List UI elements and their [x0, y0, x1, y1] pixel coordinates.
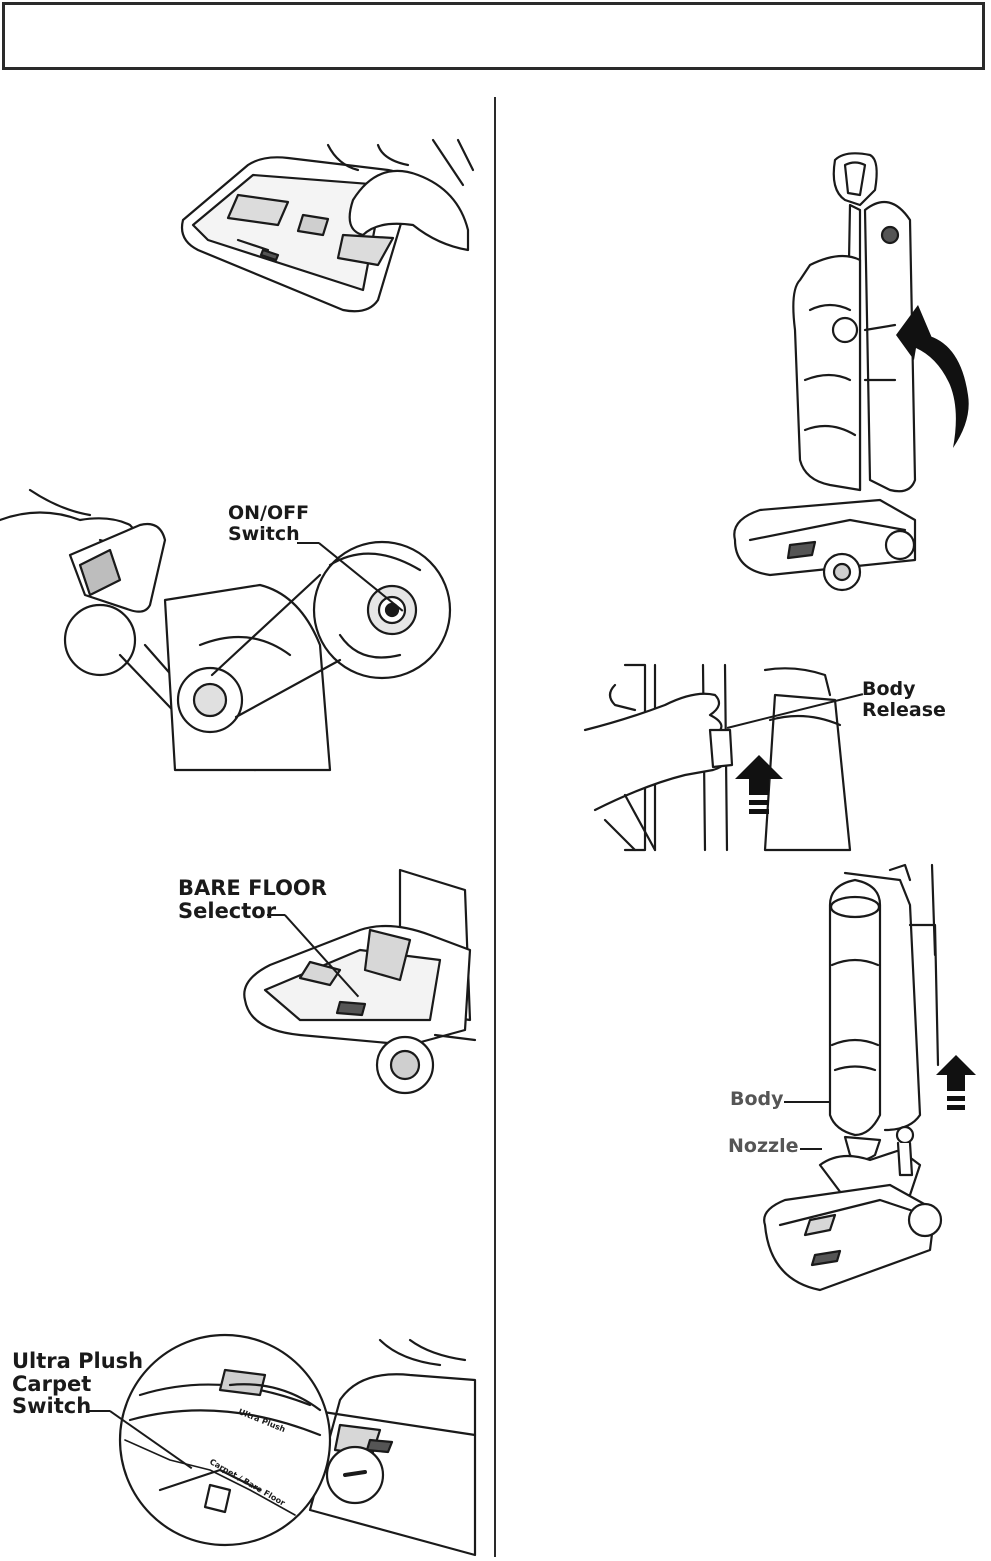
curved-arrow-icon [888, 300, 978, 450]
header-box [2, 2, 985, 70]
nozzle-leader [800, 1148, 822, 1150]
onoff-label-line2: Switch [228, 522, 300, 545]
ultra-plush-label-line1: Ultra Plush [12, 1349, 144, 1373]
bare-floor-label-line2: Selector [178, 898, 277, 923]
nozzle-hand-illustration [178, 138, 475, 320]
up-arrow-icon [735, 755, 783, 817]
ultra-plush-label: Ultra Plush Carpet Switch [12, 1350, 143, 1418]
body-release-label: Body Release [862, 679, 946, 720]
body-leader [784, 1101, 830, 1103]
bare-floor-selector-illustration [240, 868, 477, 1100]
body-release-illustration [583, 663, 860, 855]
ultra-plush-label-line2: Carpet [12, 1371, 92, 1396]
onoff-switch-illustration [0, 485, 455, 772]
body-label: Body [730, 1088, 784, 1110]
ultra-plush-leader [88, 1410, 110, 1412]
onoff-leader [297, 542, 319, 544]
body-release-label-line2: Release [862, 698, 946, 721]
bare-floor-label-line1: BARE FLOOR [178, 876, 327, 900]
ultra-plush-label-line3: Switch [12, 1394, 92, 1419]
body-nozzle-illustration [760, 863, 975, 1295]
column-divider [494, 97, 496, 1557]
onoff-label: ON/OFF Switch [228, 503, 309, 544]
bare-floor-label: BARE FLOOR Selector [178, 877, 327, 922]
double-arrow-icon [936, 1055, 976, 1113]
body-release-label-line1: Body [862, 678, 916, 700]
onoff-label-line1: ON/OFF [228, 502, 310, 524]
ultra-plush-switch-illustration [110, 1333, 477, 1557]
bare-floor-leader [267, 914, 285, 916]
upright-vacuum-illustration [730, 150, 980, 600]
nozzle-label: Nozzle [728, 1135, 799, 1157]
